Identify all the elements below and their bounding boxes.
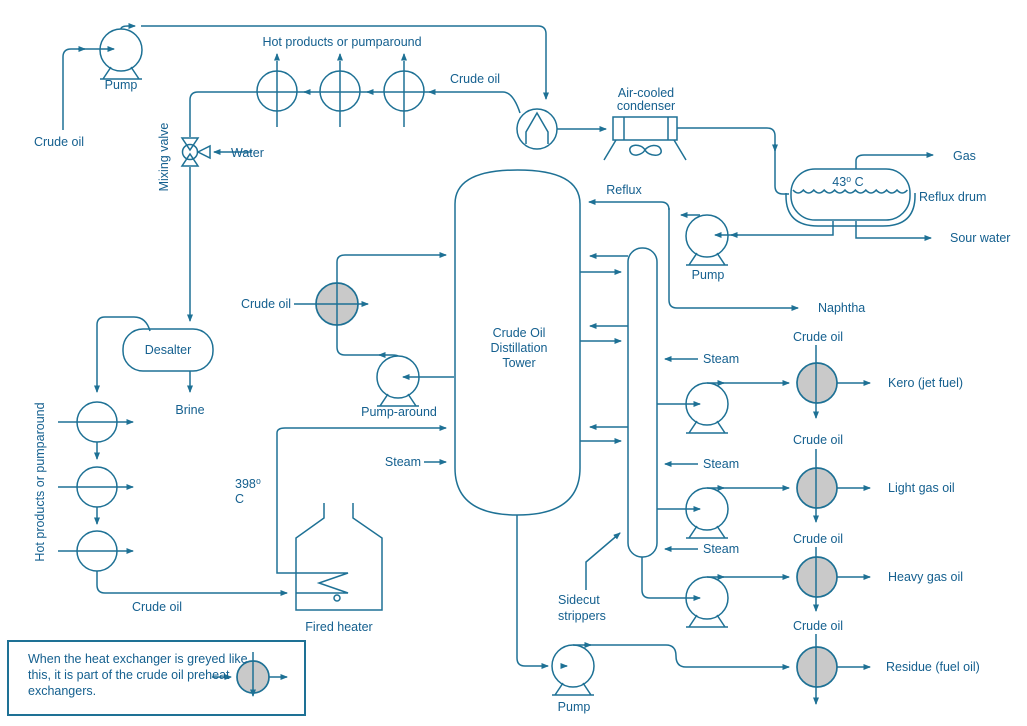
pumparound-loop bbox=[294, 252, 454, 407]
sour-water-label: Sour water bbox=[950, 231, 1010, 245]
brine-label: Brine bbox=[175, 403, 204, 417]
hot-products-top-label: Hot products or pumparound bbox=[262, 35, 421, 49]
fired-heater-label: Fired heater bbox=[305, 620, 372, 634]
condenser-label-2: condenser bbox=[617, 99, 675, 113]
crude-oil-return-label: Crude oil bbox=[450, 72, 500, 86]
hot-products-left-label: Hot products or pumparound bbox=[33, 402, 47, 561]
gas-label: Gas bbox=[953, 149, 976, 163]
heater-temp-value: 398⁰ bbox=[235, 477, 261, 491]
steam2-label: Steam bbox=[703, 457, 739, 471]
crude-oil-r3-label: Crude oil bbox=[793, 532, 843, 546]
reflux-label: Reflux bbox=[606, 183, 642, 197]
crude-oil-r1-label: Crude oil bbox=[793, 330, 843, 344]
residue-label: Residue (fuel oil) bbox=[886, 660, 980, 674]
crude-oil-r4-label: Crude oil bbox=[793, 619, 843, 633]
fired-heater-icon bbox=[276, 425, 447, 611]
crude-oil-r2-label: Crude oil bbox=[793, 433, 843, 447]
left-heat-exchangers bbox=[58, 401, 288, 596]
overhead-condenser-train bbox=[516, 108, 789, 195]
condenser-label-1: Air-cooled bbox=[618, 86, 674, 100]
bottoms-pump-circuit bbox=[516, 515, 790, 696]
reflux-pump-label: Pump bbox=[692, 268, 725, 282]
bottoms-pump-label: Pump bbox=[558, 700, 591, 714]
mixing-valve-icon bbox=[180, 137, 252, 322]
note-line-2: this, it is part of the crude oil prehea… bbox=[28, 668, 230, 682]
tower-label-1: Crude Oil bbox=[493, 326, 546, 340]
preheat-exchanger-icon bbox=[796, 556, 838, 598]
tower-label-2: Distillation bbox=[491, 341, 548, 355]
feed-pump bbox=[62, 23, 549, 130]
sidecut-stripper-vessel bbox=[580, 247, 698, 590]
note-box bbox=[7, 640, 306, 716]
top-heat-exchangers bbox=[189, 53, 521, 137]
preheat-exchanger-icon bbox=[796, 646, 838, 688]
reflux-drum-label: Reflux drum bbox=[919, 190, 986, 204]
distillation-tower-vessel bbox=[454, 169, 581, 516]
desalter-label: Desalter bbox=[145, 343, 192, 357]
light-gas-oil-label: Light gas oil bbox=[888, 481, 955, 495]
water-label: Water bbox=[231, 146, 264, 160]
naphtha-label: Naphtha bbox=[818, 301, 865, 315]
steam-left-label: Steam bbox=[385, 455, 421, 469]
tower-label-3: Tower bbox=[502, 356, 535, 370]
reflux-drum-vessel bbox=[714, 152, 934, 241]
pumparound-crude-label: Crude oil bbox=[241, 297, 291, 311]
desalter-vessel bbox=[94, 316, 214, 393]
kero-label: Kero (jet fuel) bbox=[888, 376, 963, 390]
preheat-exchanger-icon bbox=[796, 467, 838, 509]
crude-oil-in-label: Crude oil bbox=[34, 135, 84, 149]
note-line-1: When the heat exchanger is greyed like bbox=[28, 652, 248, 666]
sidecut-label-2: strippers bbox=[558, 609, 606, 623]
feed-pump-label: Pump bbox=[105, 78, 138, 92]
steam3-label: Steam bbox=[703, 542, 739, 556]
fan-icon bbox=[629, 144, 662, 156]
note-line-3: exchangers. bbox=[28, 684, 96, 698]
mixing-valve-label: Mixing valve bbox=[157, 123, 171, 192]
heavy-gas-oil-label: Heavy gas oil bbox=[888, 570, 963, 584]
preheat-exchanger-icon bbox=[796, 362, 838, 404]
pumparound-pump-label: Pump-around bbox=[361, 405, 437, 419]
product-rows bbox=[641, 345, 871, 705]
condenser-exchanger-icon bbox=[516, 108, 558, 150]
steam1-label: Steam bbox=[703, 352, 739, 366]
drum-temp-label: 43⁰ C bbox=[832, 175, 863, 189]
reflux-pump-circuit bbox=[588, 199, 799, 311]
heater-temp-unit: C bbox=[235, 492, 244, 506]
crude-oil-bottom-label: Crude oil bbox=[132, 600, 182, 614]
sidecut-label-1: Sidecut bbox=[558, 593, 600, 607]
